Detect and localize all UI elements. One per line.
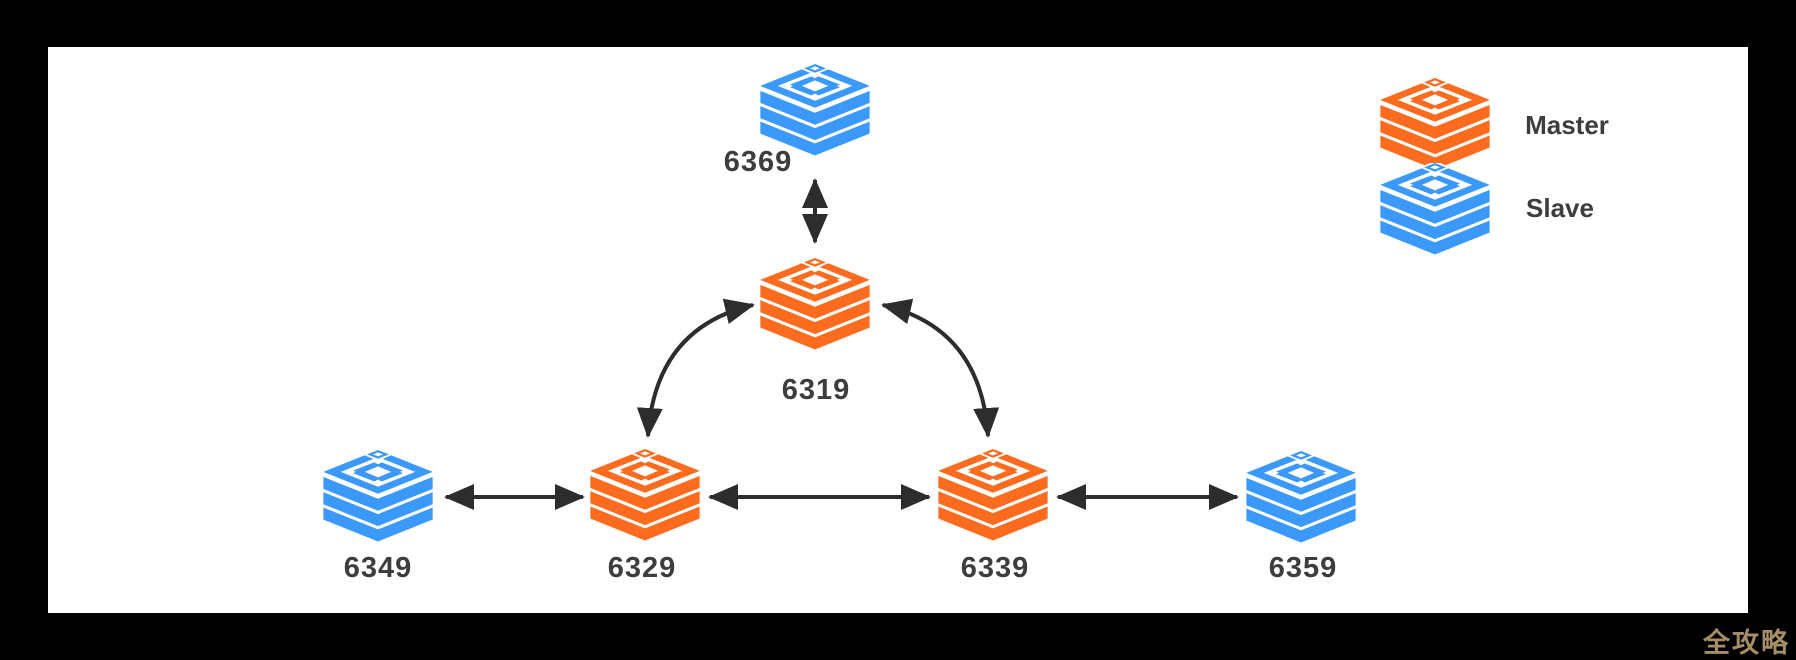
redis-slave-icon — [1380, 163, 1490, 255]
redis-icon-6329 — [590, 449, 700, 541]
node-label-6329: 6329 — [607, 552, 677, 584]
legend-label-slave: Slave — [1526, 193, 1594, 223]
diagram-panel — [48, 47, 1748, 613]
node-label-6349: 6349 — [343, 552, 413, 584]
redis-icon-6349 — [323, 450, 433, 542]
watermark: 全攻略 — [1703, 628, 1790, 658]
node-label-6339: 6339 — [960, 552, 1030, 584]
node-label-6369: 6369 — [723, 146, 793, 178]
redis-master-icon — [1380, 78, 1490, 170]
redis-icon-6359 — [1246, 451, 1356, 543]
node-label-6319: 6319 — [781, 374, 851, 406]
legend-label-master: Master — [1525, 110, 1609, 140]
redis-icon-6339 — [938, 449, 1048, 541]
redis-icon-6369 — [760, 64, 870, 156]
redis-icon-6319 — [760, 258, 870, 350]
node-label-6359: 6359 — [1268, 552, 1338, 584]
